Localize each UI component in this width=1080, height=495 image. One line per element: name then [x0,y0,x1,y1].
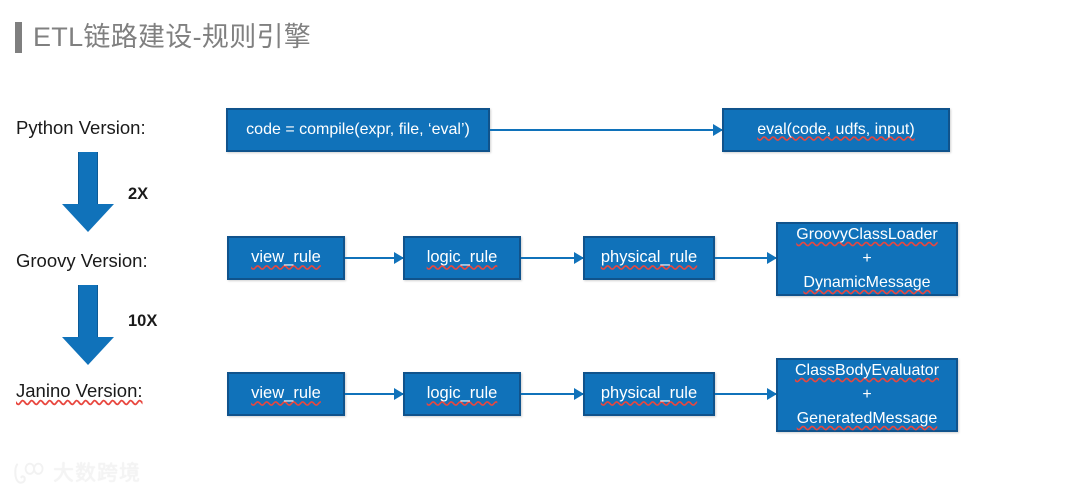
watermark: 大数跨境 [12,461,141,485]
box-janino-physical-rule: physical_rule [583,372,715,416]
box-janino-view-rule-text: view_rule [251,384,321,403]
box-groovy-logic-rule: logic_rule [403,236,521,280]
box-groovy-classloader-line3: DynamicMessage [803,274,931,291]
speedup-label-10x: 10X [128,312,158,330]
row-label-janino-text: Janino Version: [16,380,143,401]
box-janino-logic-rule-text: logic_rule [426,384,498,403]
box-janino-classbodyevaluator-line2: + [862,386,872,403]
box-groovy-classloader-line2: + [862,250,872,267]
box-groovy-physical-rule-text: physical_rule [600,248,698,267]
box-python-compile: code = compile(expr, file, ‘eval’) [226,108,490,152]
box-janino-physical-rule-text: physical_rule [600,384,698,403]
box-python-eval: eval(code, udfs, input) [722,108,950,152]
watermark-text: 大数跨境 [53,461,141,485]
box-janino-classbodyevaluator-line3: GeneratedMessage [796,410,938,427]
box-python-compile-text: code = compile(expr, file, ‘eval’) [246,120,470,138]
box-groovy-logic-rule-text: logic_rule [426,248,498,267]
title-text: ETL链路建设-规则引擎 [33,22,312,52]
connector-groovy-physical-to-loader [715,257,776,259]
connector-python-compile-to-eval [490,129,722,131]
title-accent-bar [15,22,22,53]
box-janino-logic-rule: logic_rule [403,372,521,416]
connector-janino-view-to-logic [345,393,403,395]
box-groovy-view-rule: view_rule [227,236,345,280]
connector-janino-physical-to-evaluator [715,393,776,395]
box-groovy-classloader: GroovyClassLoader + DynamicMessage [776,222,958,296]
row-label-python: Python Version: [16,117,146,138]
connector-janino-logic-to-physical [521,393,583,395]
box-python-eval-text: eval(code, udfs, input) [757,120,915,138]
row-label-groovy: Groovy Version: [16,250,148,271]
speedup-label-2x: 2X [128,185,149,203]
box-janino-view-rule: view_rule [227,372,345,416]
box-groovy-view-rule-text: view_rule [251,248,321,267]
connector-groovy-view-to-logic [345,257,403,259]
row-label-janino: Janino Version: [16,380,143,401]
speedup-arrow-10x-icon [62,285,114,365]
speedup-arrow-2x-icon [62,152,114,232]
box-janino-classbodyevaluator: ClassBodyEvaluator + GeneratedMessage [776,358,958,432]
box-janino-classbodyevaluator-line1: ClassBodyEvaluator [794,362,940,379]
page-title: ETL链路建设-规则引擎 [15,22,311,53]
box-groovy-physical-rule: physical_rule [583,236,715,280]
watermark-logo-icon [14,462,44,484]
box-groovy-classloader-line1: GroovyClassLoader [796,226,938,243]
connector-groovy-logic-to-physical [521,257,583,259]
